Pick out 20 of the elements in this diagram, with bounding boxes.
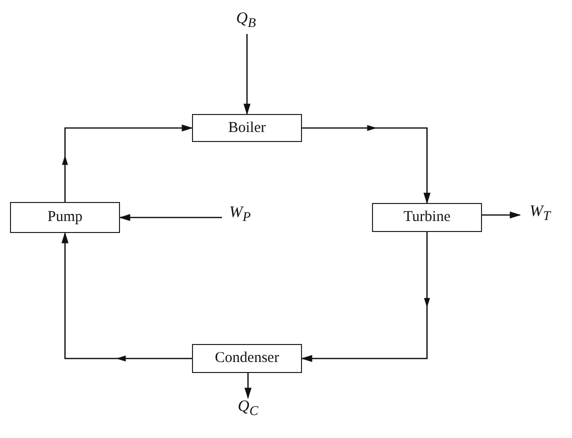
flow-arrow: [62, 124, 193, 202]
flow-arrow: [302, 125, 430, 204]
energy-symbol: Q$_{C}$: [230, 398, 266, 422]
energy-symbol: W$_{P}$: [222, 204, 258, 228]
flow-arrow: [62, 232, 192, 362]
flow-arrow: [244, 373, 252, 399]
flow-arrow: [482, 212, 521, 218]
component-box: [10, 202, 120, 233]
component-label: Pump: [47, 209, 82, 226]
flow-arrow: [301, 232, 430, 362]
component-label: Boiler: [228, 120, 266, 136]
component-box: [372, 203, 482, 232]
flow-arrow: [244, 34, 250, 115]
component-box: [192, 344, 302, 373]
component-box: [192, 114, 302, 142]
flow-arrow: [119, 214, 222, 221]
energy-symbol: Q$_{B}$: [228, 10, 264, 34]
component-label: Turbine: [404, 209, 450, 226]
component-label: Condenser: [214, 350, 280, 367]
energy-symbol: W$_{T}$: [520, 203, 560, 227]
